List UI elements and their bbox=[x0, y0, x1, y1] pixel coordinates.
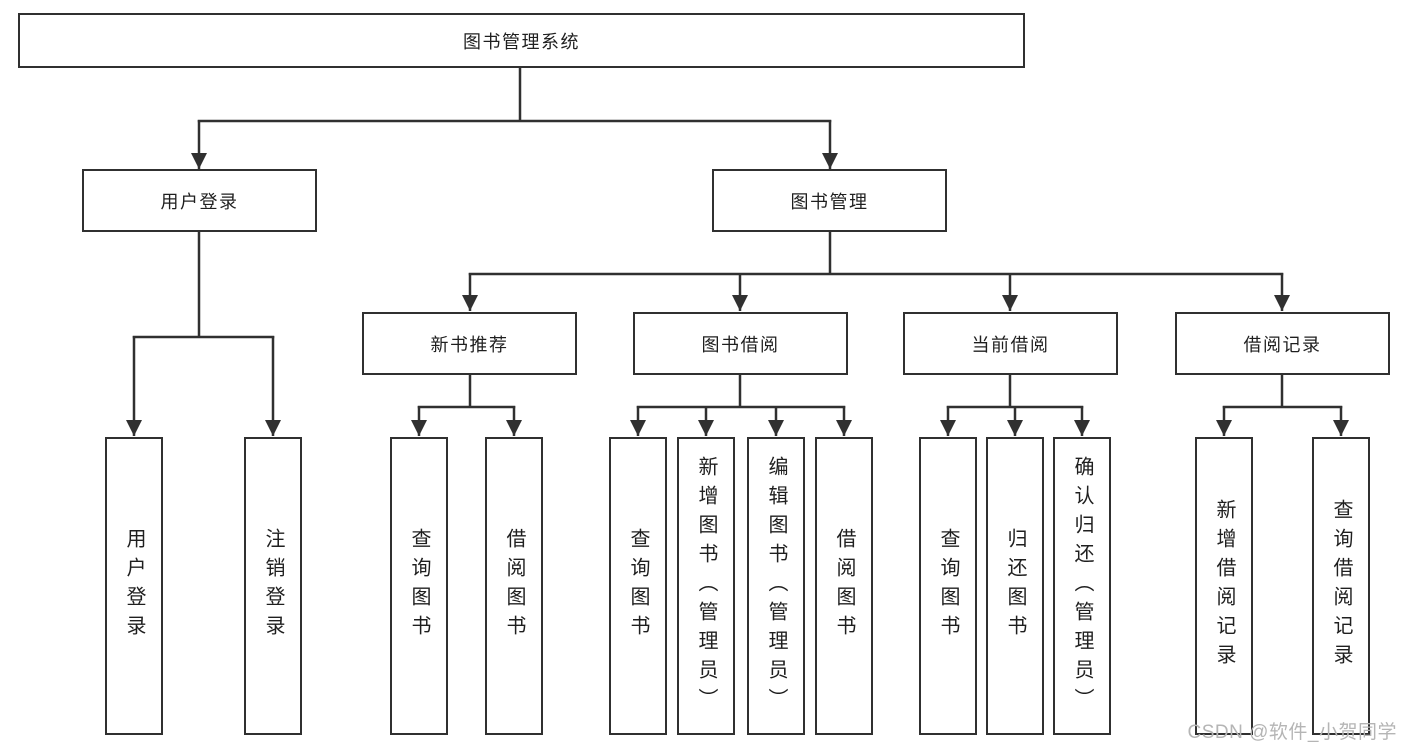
leaf-label: 借阅图书 bbox=[503, 528, 525, 644]
node-borrow-records: 借阅记录 bbox=[1175, 312, 1390, 375]
leaf-query-books-borrow: 查询图书 bbox=[609, 437, 667, 735]
node-label: 借阅记录 bbox=[1243, 334, 1322, 355]
node-book-borrow: 图书借阅 bbox=[633, 312, 848, 375]
node-label: 图书管理系统 bbox=[463, 31, 580, 52]
leaf-logout: 注销登录 bbox=[244, 437, 302, 735]
leaf-label: 归还图书 bbox=[1004, 528, 1026, 644]
leaf-return-books: 归还图书 bbox=[986, 437, 1044, 735]
leaf-label: 新增借阅记录 bbox=[1213, 499, 1235, 673]
leaf-add-book-admin: 新增图书（管理员） bbox=[677, 437, 735, 735]
leaf-edit-book-admin: 编辑图书（管理员） bbox=[747, 437, 805, 735]
node-label: 图书管理 bbox=[790, 191, 869, 212]
node-system-root: 图书管理系统 bbox=[18, 13, 1025, 68]
leaf-label: 确认归还（管理员） bbox=[1071, 455, 1093, 717]
node-label: 用户登录 bbox=[160, 191, 239, 212]
node-label: 图书借阅 bbox=[701, 334, 780, 355]
leaf-label: 用户登录 bbox=[123, 528, 145, 644]
leaf-borrow-books-recommend: 借阅图书 bbox=[485, 437, 543, 735]
watermark-text: CSDN @软件_小贺同学 bbox=[1187, 722, 1397, 743]
leaf-confirm-return-admin: 确认归还（管理员） bbox=[1053, 437, 1111, 735]
leaf-add-borrow-record: 新增借阅记录 bbox=[1195, 437, 1253, 735]
node-current-borrow: 当前借阅 bbox=[903, 312, 1118, 375]
leaf-borrow-books: 借阅图书 bbox=[815, 437, 873, 735]
leaf-query-borrow-record: 查询借阅记录 bbox=[1312, 437, 1370, 735]
node-new-book-recommend: 新书推荐 bbox=[362, 312, 577, 375]
leaf-label: 编辑图书（管理员） bbox=[765, 455, 787, 717]
node-label: 当前借阅 bbox=[971, 334, 1050, 355]
node-user-login: 用户登录 bbox=[82, 169, 317, 232]
leaf-label: 查询图书 bbox=[627, 528, 649, 644]
node-book-management: 图书管理 bbox=[712, 169, 947, 232]
leaf-query-books-current: 查询图书 bbox=[919, 437, 977, 735]
leaf-query-books-recommend: 查询图书 bbox=[390, 437, 448, 735]
leaf-label: 借阅图书 bbox=[833, 528, 855, 644]
leaf-user-login: 用户登录 bbox=[105, 437, 163, 735]
leaf-label: 查询图书 bbox=[937, 528, 959, 644]
leaf-label: 新增图书（管理员） bbox=[695, 455, 717, 717]
leaf-label: 查询图书 bbox=[408, 528, 430, 644]
leaf-label: 注销登录 bbox=[262, 528, 284, 644]
node-label: 新书推荐 bbox=[430, 334, 509, 355]
leaf-label: 查询借阅记录 bbox=[1330, 499, 1352, 673]
